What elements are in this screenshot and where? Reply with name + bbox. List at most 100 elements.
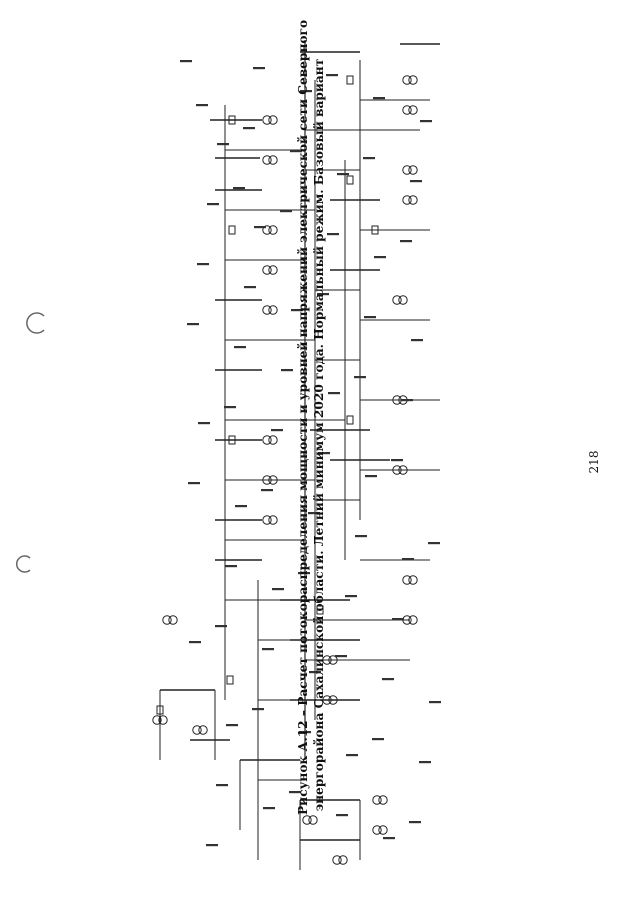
transformer-symbol (372, 825, 388, 835)
caption-line-1: Рисунок А.12 – Расчет потокораспределени… (296, 19, 310, 815)
label-mark (354, 376, 366, 379)
transformer-symbol (392, 295, 408, 305)
label-mark (337, 173, 349, 176)
switch-symbol (228, 115, 236, 125)
switch-symbol (228, 225, 236, 235)
label-mark (180, 60, 192, 63)
label-mark (233, 187, 245, 190)
label-mark (391, 459, 403, 462)
label-mark (253, 67, 265, 70)
switch-symbol (346, 175, 354, 185)
label-mark (383, 837, 395, 840)
label-mark (196, 104, 208, 107)
transformer-symbol (302, 815, 318, 825)
label-mark (400, 240, 412, 243)
transformer-symbol (372, 795, 388, 805)
label-mark (373, 97, 385, 100)
label-mark (317, 293, 329, 296)
label-mark (327, 233, 339, 236)
figure-caption: Рисунок А.12 – Расчет потокораспределени… (295, 19, 355, 815)
label-mark (262, 648, 274, 651)
label-mark (235, 505, 247, 508)
transformer-symbol (402, 575, 418, 585)
label-mark (291, 309, 303, 312)
label-mark (374, 256, 386, 259)
transformer-symbol (402, 195, 418, 205)
label-mark (411, 339, 423, 342)
label-mark (215, 625, 227, 628)
label-mark (355, 535, 367, 538)
transformer-symbol (332, 855, 348, 865)
transformer-symbol (262, 265, 278, 275)
switch-symbol (228, 435, 236, 445)
label-mark (419, 761, 431, 764)
transformer-symbol (262, 435, 278, 445)
label-mark (345, 595, 357, 598)
label-mark (318, 452, 330, 455)
switch-symbol (371, 225, 379, 235)
label-mark (188, 482, 200, 485)
page-number: 218 (587, 450, 601, 474)
transformer-symbol (322, 655, 338, 665)
label-mark (289, 791, 301, 794)
label-mark (428, 542, 440, 545)
transformer-symbol (402, 75, 418, 85)
label-mark (198, 422, 210, 425)
switch-symbol (346, 415, 354, 425)
transformer-symbol (322, 695, 338, 705)
label-mark (280, 210, 292, 213)
transformer-symbol (262, 475, 278, 485)
label-mark (328, 392, 340, 395)
label-mark (392, 618, 404, 621)
label-mark (197, 263, 209, 266)
transformer-symbol (262, 225, 278, 235)
switch-symbol (156, 705, 164, 715)
label-mark (281, 369, 293, 372)
transformer-symbol (152, 715, 168, 725)
transformer-symbol (262, 155, 278, 165)
label-mark (409, 821, 421, 824)
transformer-symbol (192, 725, 208, 735)
label-mark (365, 475, 377, 478)
label-mark (263, 807, 275, 810)
label-mark (290, 150, 302, 153)
label-mark (271, 429, 283, 432)
transformer-symbol (262, 515, 278, 525)
label-mark (216, 784, 228, 787)
transformer-symbol (392, 465, 408, 475)
label-mark (299, 731, 311, 734)
label-mark (252, 708, 264, 711)
label-mark (225, 565, 237, 568)
label-mark (207, 203, 219, 206)
label-mark (410, 180, 422, 183)
label-mark (402, 558, 414, 561)
label-mark (363, 157, 375, 160)
label-mark (382, 678, 394, 681)
label-mark (300, 90, 312, 93)
label-mark (346, 754, 358, 757)
label-mark (309, 671, 321, 674)
label-mark (429, 701, 441, 704)
label-mark (326, 74, 338, 77)
label-mark (224, 406, 236, 409)
label-mark (206, 844, 218, 847)
label-mark (254, 226, 266, 229)
switch-symbol (346, 75, 354, 85)
label-mark (372, 738, 384, 741)
switch-symbol (226, 675, 234, 685)
label-mark (401, 399, 413, 402)
label-mark (335, 655, 347, 658)
label-mark (261, 489, 273, 492)
switch-symbol (316, 605, 324, 615)
label-mark (244, 286, 256, 289)
label-mark (336, 814, 348, 817)
label-mark (420, 120, 432, 123)
transformer-symbol (162, 615, 178, 625)
label-mark (298, 572, 310, 575)
label-mark (189, 641, 201, 644)
transformer-symbol (402, 165, 418, 175)
label-mark (234, 346, 246, 349)
label-mark (217, 143, 229, 146)
transformer-symbol (262, 115, 278, 125)
